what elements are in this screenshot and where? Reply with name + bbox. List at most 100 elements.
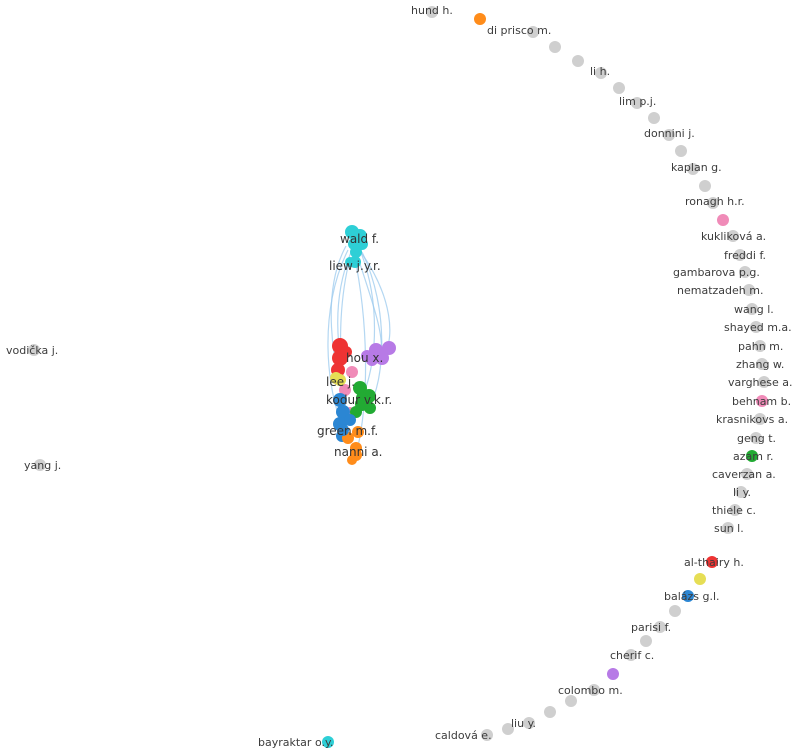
node-label-sun: sun l. [714,522,744,535]
node-lim[interactable] [631,97,643,109]
node-unk13[interactable] [565,695,577,707]
node-balazs[interactable] [682,590,694,602]
node-green[interactable] [337,424,349,436]
node-label-shayed: shayed m.a. [724,321,792,334]
node-unk9[interactable] [694,573,706,585]
network-edge [359,249,376,399]
node-ronagh[interactable] [707,197,719,209]
node-geng[interactable] [750,432,762,444]
node-caverzan[interactable] [741,468,753,480]
node-label-thiele: thiele c. [712,504,756,517]
node-label-pahn: pahn m. [738,340,783,353]
node-hou[interactable] [361,350,373,362]
node-label-kodur: kodur v.k.r. [326,393,392,407]
node-althairy[interactable] [706,556,718,568]
node-lee[interactable] [334,374,346,386]
node-hund[interactable] [426,6,438,18]
node-label-hund: hund h. [411,4,453,17]
node-label-lim: lim p.j. [619,95,656,108]
node-label-li_h: li h. [590,65,610,78]
node-unk5[interactable] [648,112,660,124]
node-label-gambarova: gambarova p.g. [673,266,760,279]
node-unk3[interactable] [572,55,584,67]
node-label-lee: lee j. [326,375,355,389]
node-unk7[interactable] [699,180,711,192]
node-kaplan[interactable] [687,163,699,175]
node-unk14[interactable] [544,706,556,718]
node-sun[interactable] [722,522,734,534]
node-label-colombo: colombo m. [558,684,623,697]
cluster-node [382,341,396,355]
node-liew[interactable] [349,256,361,268]
node-label-wang: wang l. [734,303,774,316]
node-azam[interactable] [746,450,758,462]
node-kuklikova[interactable] [727,230,739,242]
cluster-node [346,366,358,378]
node-donnini[interactable] [663,129,675,141]
node-wang[interactable] [746,303,758,315]
node-unk4[interactable] [613,82,625,94]
cluster-node [353,381,367,395]
node-label-nematzadeh: nematzadeh m. [677,284,763,297]
cluster-node [339,384,351,396]
node-unk6[interactable] [675,145,687,157]
node-behnam[interactable] [756,395,768,407]
node-bayraktar[interactable] [322,736,334,748]
node-label-althairy: al-thairy h. [684,556,744,569]
node-caldova[interactable] [481,729,493,741]
node-label-ronagh: ronagh h.r. [685,195,745,208]
node-label-yang: yang j. [24,459,61,472]
node-pahn[interactable] [754,340,766,352]
node-label-liu: liu y. [511,717,536,730]
node-gambarova[interactable] [739,266,751,278]
cluster-node [344,414,356,426]
node-nanni[interactable] [350,449,362,461]
node-label-liew: liew j.y.r. [329,259,381,273]
node-wald[interactable] [351,231,363,243]
node-label-azam: azam r. [733,450,773,463]
node-unk12[interactable] [607,668,619,680]
node-li_h[interactable] [595,67,607,79]
node-label-zhang: zhang w. [736,358,784,371]
node-li_y[interactable] [735,486,747,498]
label-layer: hund h.di prisco m.li h.lim p.j.donnini … [6,4,793,749]
node-unk8[interactable] [717,214,729,226]
node-diprisco[interactable] [527,26,539,38]
node-unk11[interactable] [640,635,652,647]
node-label-hou: hou x. [346,351,383,365]
node-zhang[interactable] [756,358,768,370]
node-nematzadeh[interactable] [743,284,755,296]
node-colombo[interactable] [588,684,600,696]
node-krasnikovs[interactable] [754,413,766,425]
node-varghese[interactable] [758,376,770,388]
node-unk15[interactable] [502,723,514,735]
node-label-krasnikovs: krasnikovs a. [716,413,788,426]
node-kodur[interactable] [356,392,368,404]
node-layer [28,6,770,748]
node-unk10[interactable] [669,605,681,617]
node-parisi[interactable] [654,621,666,633]
node-label-nanni: nanni a. [334,445,383,459]
cluster-node [352,426,364,438]
node-thiele[interactable] [729,504,741,516]
node-label-green: green m.f. [317,424,378,438]
node-unk1[interactable] [474,13,486,25]
node-label-kuklikova: kukliková a. [701,230,766,243]
node-label-varghese: varghese a. [728,376,793,389]
node-vodicka[interactable] [28,344,40,356]
node-unk2[interactable] [549,41,561,53]
node-cherif[interactable] [625,649,637,661]
node-shayed[interactable] [750,321,762,333]
node-label-behnam: behnam b. [732,395,791,408]
node-label-balazs: balázs g.l. [664,590,720,603]
cluster-node [340,346,352,358]
node-label-cherif: cherif c. [610,649,654,662]
node-freddi[interactable] [734,249,746,261]
node-label-wald: wald f. [340,232,379,246]
node-label-freddi: freddi f. [724,249,766,262]
cluster-node [364,402,376,414]
node-label-kaplan: kaplan g. [671,161,722,174]
node-liu[interactable] [523,717,535,729]
node-yang[interactable] [34,459,46,471]
